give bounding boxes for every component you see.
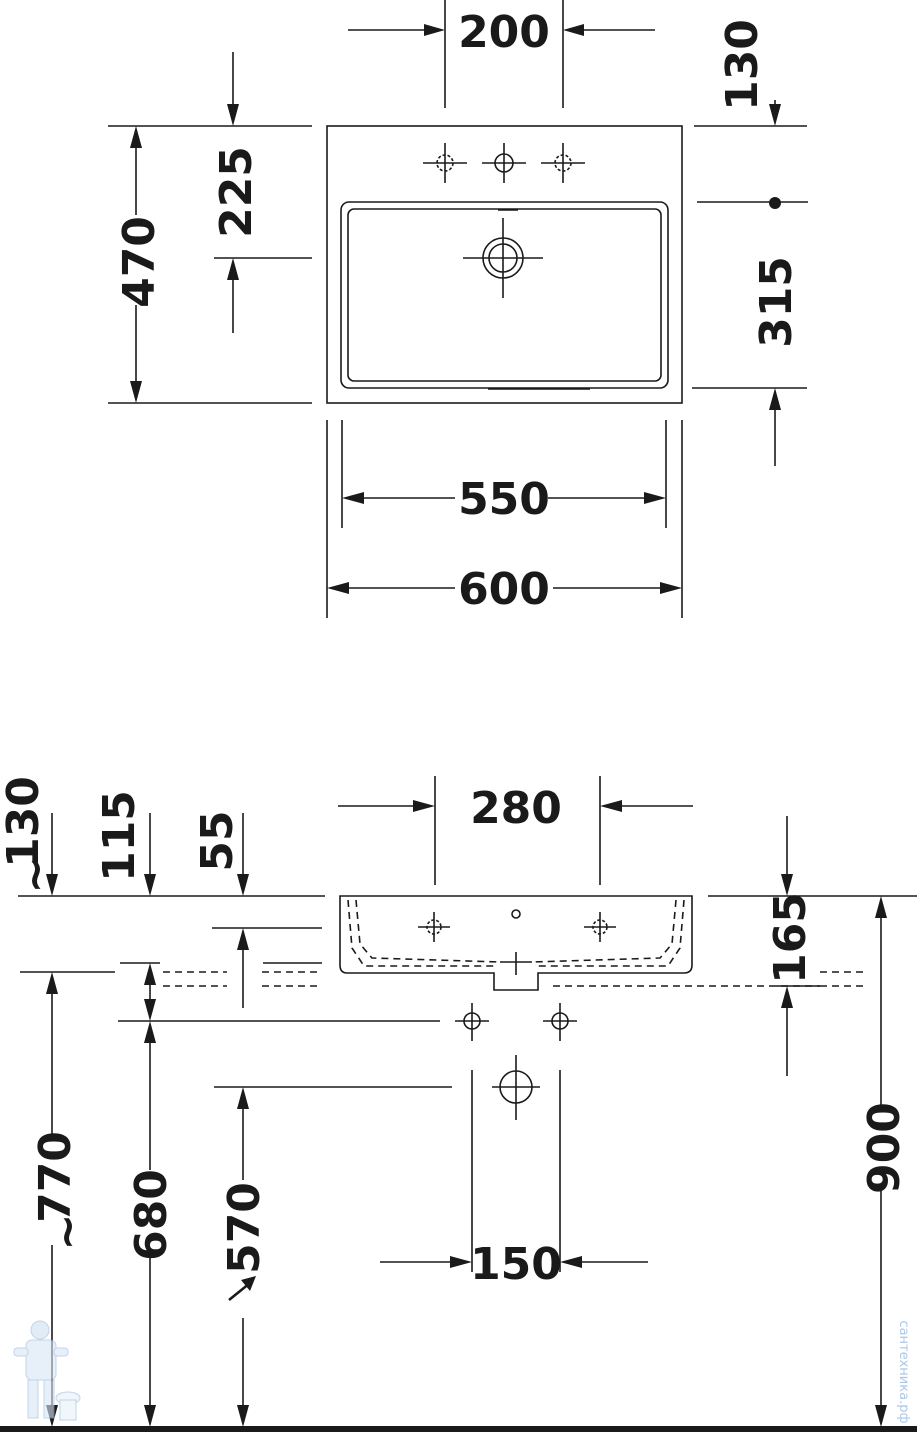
waste-outlet-icon: [492, 1055, 540, 1120]
dim-wall-to-fixing: 315: [751, 256, 802, 348]
tap-hole-left-icon: [423, 143, 467, 183]
dim-supply-spacing: 150: [470, 1239, 562, 1290]
dim-rim-height: 900: [859, 1102, 910, 1194]
dim-offset-130-prefix: ~: [10, 857, 61, 894]
dim-offset-55: 55: [192, 810, 243, 871]
drain-icon: [463, 218, 543, 298]
watermark-text: сантехника.рф: [896, 1320, 911, 1423]
supply-valve-right-icon: [543, 1003, 577, 1041]
dim-offset-115: 115: [94, 790, 145, 882]
supply-valve-left-icon: [455, 1003, 489, 1041]
tap-hole-right-icon: [541, 143, 585, 183]
dim-tap-spacing: 280: [470, 783, 562, 834]
dim-tap-offset: 130: [717, 19, 768, 111]
dim-depth: 165: [765, 892, 816, 984]
basin-section: [339, 895, 693, 991]
dim-bowl-width: 550: [458, 474, 550, 525]
diagonal-pointer-arrow-icon: [228, 1276, 256, 1302]
fixing-point-icon: [769, 197, 781, 209]
dim-overall-depth: 470: [114, 216, 165, 308]
dim-bowl-rear-offset: 225: [211, 146, 262, 238]
dim-height-680: 680: [126, 1169, 177, 1261]
dim-overall-width: 600: [458, 564, 550, 615]
front-tap-left-icon: [418, 912, 450, 942]
bowl-inner-outline: [347, 208, 662, 382]
dim-tap-hole-spacing: 200: [458, 7, 550, 58]
dim-offset-130: 130: [0, 776, 49, 868]
dim-height-770-prefix: ~: [42, 1214, 93, 1251]
dim-height-570: 570: [219, 1182, 270, 1274]
front-tap-right-icon: [584, 912, 616, 942]
dim-height-770: 770: [30, 1131, 81, 1223]
bowl-outline: [340, 201, 669, 389]
basin-outline: [326, 125, 683, 404]
front-view: 280 ~ 130 115 55 165 900 770: [0, 776, 917, 1432]
tap-hole-center-icon: [482, 143, 526, 183]
plumber-mascot-logo: [13, 1320, 81, 1421]
plan-view: 200 130 470 225 315 550 600: [108, 0, 808, 618]
